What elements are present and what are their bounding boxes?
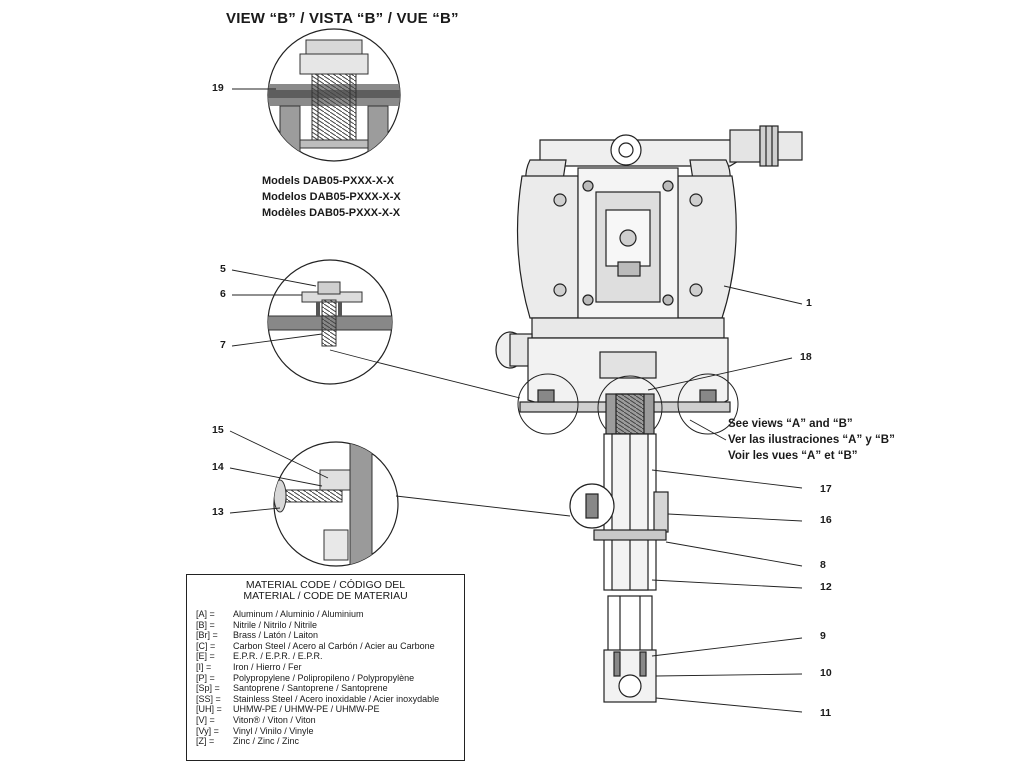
material-code: [Z] = <box>196 736 215 747</box>
callout-14: 14 <box>212 461 224 473</box>
callout-8: 8 <box>820 559 826 571</box>
material-description: Viton® / Viton / Viton <box>233 714 316 725</box>
material-description: Polypropylene / Polipropileno / Polyprop… <box>233 672 415 683</box>
material-code-table: MATERIAL CODE / CÓDIGO DEL MATERIAL / CO… <box>186 574 465 761</box>
callout-9: 9 <box>820 630 826 642</box>
view-c-marker <box>677 373 739 435</box>
material-code: [C] = <box>196 640 216 651</box>
material-description: Vinyl / Vinilo / Vinyle <box>233 725 314 736</box>
material-code: [E] = <box>196 651 215 662</box>
material-code: [Br] = <box>196 630 218 641</box>
callout-17: 17 <box>820 483 832 495</box>
see-views-fr: Voir les vues “A” et “B” <box>728 450 858 462</box>
material-code: [A] = <box>196 609 215 619</box>
material-heading-line-1: MATERIAL CODE / CÓDIGO DEL <box>245 579 406 591</box>
callout-16: 16 <box>820 514 832 526</box>
callout-11: 11 <box>820 707 832 719</box>
material-description: Zinc / Zinc / Zinc <box>233 736 300 747</box>
material-description: Carbon Steel / Acero al Carbón / Acier a… <box>233 640 435 651</box>
see-views-en: See views “A” and “B” <box>728 418 853 430</box>
view-b-detail <box>267 28 401 162</box>
material-description: Aluminum / Aluminio / Aluminium <box>233 609 364 619</box>
material-description: E.P.R. / E.P.R. / E.P.R. <box>233 651 323 662</box>
material-description: Stainless Steel / Acero inoxidable / Aci… <box>233 693 440 704</box>
material-code-heading: MATERIAL CODE / CÓDIGO DEL MATERIAL / CO… <box>187 580 464 602</box>
see-views-es: Ver las ilustraciones “A” y “B” <box>728 434 895 446</box>
detail-circle-plug <box>273 441 399 567</box>
material-heading-line-2: MATERIAL / CODE DE MATERIAU <box>243 590 408 602</box>
material-code: [Vy] = <box>196 725 219 736</box>
callout-19: 19 <box>212 82 224 94</box>
material-description: Brass / Latón / Laiton <box>233 630 319 641</box>
material-code: [P] = <box>196 672 215 683</box>
pump-body <box>495 125 803 413</box>
material-code: [UH] = <box>196 704 222 715</box>
models-line-es: Modelos DAB05-PXXX-X-X <box>262 191 401 203</box>
leader-lines <box>229 88 803 713</box>
callout-7: 7 <box>220 339 226 351</box>
material-code: [SS] = <box>196 693 221 704</box>
detail-circle-fastener <box>267 259 393 385</box>
view-b-title: VIEW “B” / VISTA “B” / VUE “B” <box>226 10 459 27</box>
models-line-fr: Modèles DAB05-PXXX-X-X <box>262 207 401 219</box>
callout-15: 15 <box>212 424 224 436</box>
callout-18: 18 <box>800 351 812 363</box>
callout-10: 10 <box>820 667 832 679</box>
callout-5: 5 <box>220 263 226 275</box>
material-code: [B] = <box>196 619 215 630</box>
material-description: Iron / Hierro / Fer <box>233 661 302 672</box>
material-code: [I] = <box>196 661 212 672</box>
suction-tube <box>569 393 669 703</box>
callout-12: 12 <box>820 581 832 593</box>
material-description: UHMW-PE / UHMW-PE / UHMW-PE <box>233 704 380 715</box>
material-code: [V] = <box>196 714 215 725</box>
material-code: [Sp] = <box>196 683 220 694</box>
callout-6: 6 <box>220 288 226 300</box>
material-description: Santoprene / Santoprene / Santoprene <box>233 683 388 694</box>
view-a-marker <box>517 373 579 435</box>
callout-1: 1 <box>806 297 812 309</box>
callout-13: 13 <box>212 506 224 518</box>
models-line-en: Models DAB05-PXXX-X-X <box>262 175 395 187</box>
material-description: Nitrile / Nitrilo / Nitrile <box>233 619 318 630</box>
